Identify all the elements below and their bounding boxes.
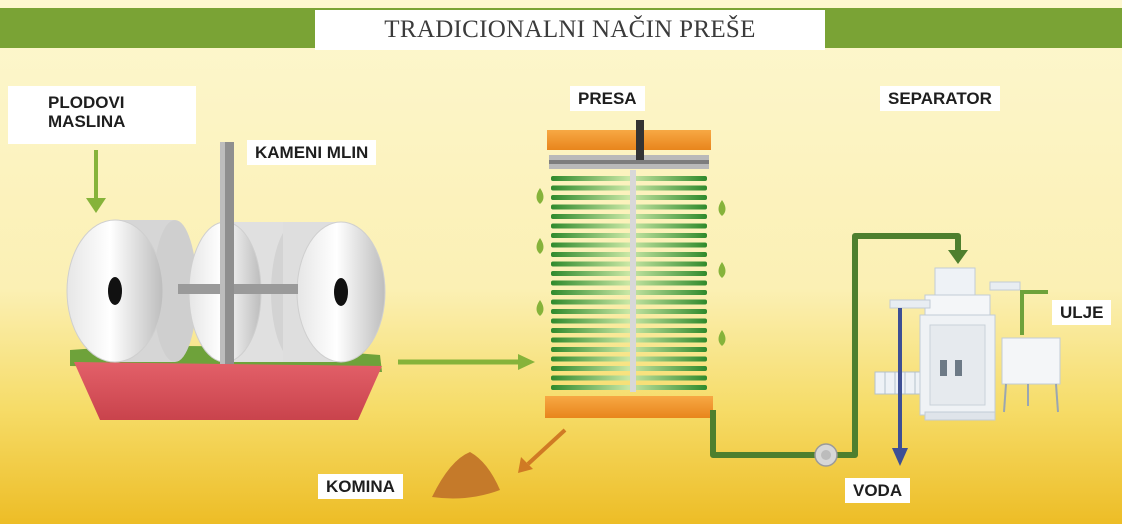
press-plate (551, 280, 707, 286)
liquid-pipe (710, 233, 968, 467)
separator-machine (874, 267, 1021, 421)
press-plate (551, 318, 707, 324)
press-plate (551, 195, 707, 200)
press-plate (551, 328, 707, 333)
press-plate (551, 204, 707, 210)
press-plate (551, 347, 707, 352)
water-arrow (892, 308, 908, 466)
press-plate (551, 375, 707, 381)
label-separator: SEPARATOR (880, 86, 1000, 111)
label-oil: ULJE (1052, 300, 1112, 325)
oil-drops (536, 188, 726, 346)
press-plate (551, 242, 707, 248)
press-plate (551, 337, 707, 343)
press-plate (551, 185, 707, 191)
label-water: VODA (845, 478, 911, 503)
press (545, 120, 713, 418)
press-plate (551, 233, 707, 238)
press-plate (551, 261, 707, 267)
label-olive-fruits-line1: PLODOVI (48, 93, 125, 112)
press-plate (551, 356, 707, 362)
press-plates (551, 176, 707, 390)
olives-input-arrow (86, 150, 106, 213)
press-plate (551, 366, 707, 371)
mill-to-press-arrow (398, 354, 535, 370)
press-plate (551, 271, 707, 276)
stone-wheels (66, 142, 386, 364)
press-plate (551, 223, 707, 229)
label-pomace: KOMINA (318, 474, 403, 499)
press-plate (551, 385, 707, 390)
press-plate (551, 252, 707, 257)
press-plate (551, 290, 707, 295)
komina-arrow (518, 428, 567, 473)
label-olive-fruits-line2: MASLINA (48, 112, 126, 131)
press-plate (551, 309, 707, 314)
label-stone-mill: KAMENI MLIN (247, 140, 377, 165)
press-plate (551, 214, 707, 219)
komina-pile (432, 452, 500, 499)
press-plate (551, 176, 707, 181)
diagram-title: TRADICIONALNI NAČIN PREŠE (315, 10, 825, 50)
label-olive-fruits: PLODOVI MASLINA (8, 86, 196, 144)
press-plate (551, 299, 707, 305)
oil-outlet (1001, 290, 1061, 413)
label-press: PRESA (570, 86, 645, 111)
